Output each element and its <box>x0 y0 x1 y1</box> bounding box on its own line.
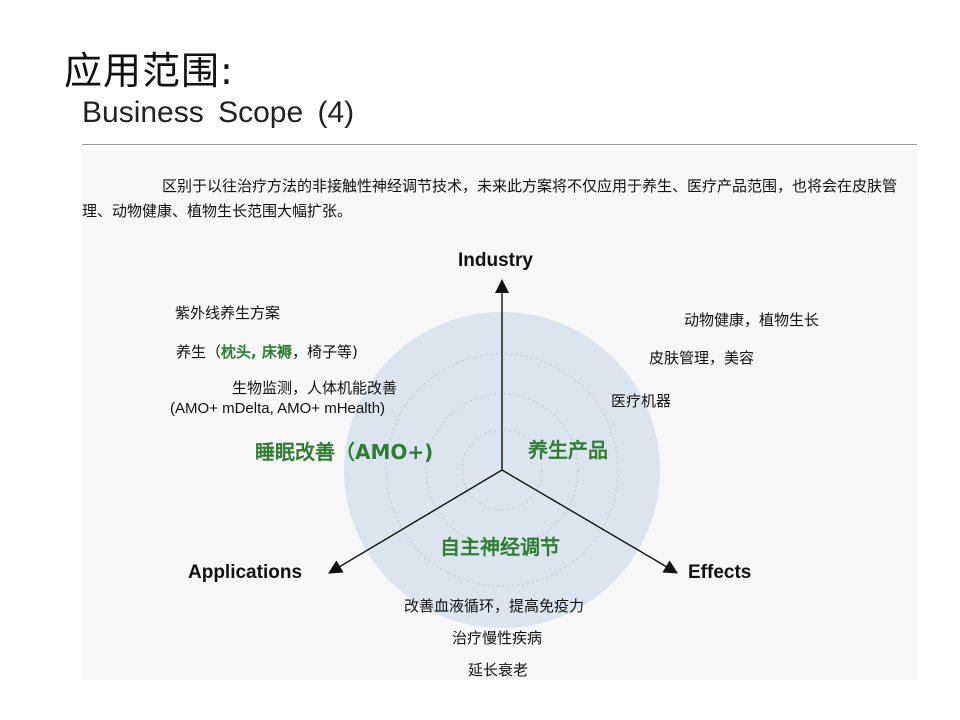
industry-axis-label: Industry <box>458 250 533 271</box>
uv-solution-item: 紫外线养生方案 <box>175 304 281 322</box>
effects-axis <box>501 469 679 574</box>
skin-beauty-item: 皮肤管理，美容 <box>649 349 755 367</box>
medical-device-item: 医疗机器 <box>611 392 672 410</box>
divider <box>82 144 917 145</box>
health-products-label: 养生产品 <box>528 438 608 462</box>
yangsheng-highlight: 枕头, 床褥 <box>221 343 292 361</box>
blood-circulation-item: 改善血液循环，提高免疫力 <box>404 597 585 615</box>
page-title: 应用范围: <box>64 49 234 93</box>
bio-monitoring-products: (AMO+ mDelta, AMO+ mHealth) <box>170 400 386 417</box>
sleep-improvement-label: 睡眠改善（AMO+) <box>255 440 434 464</box>
autonomic-regulation-label: 自主神经调节 <box>440 535 560 559</box>
bio-monitoring-item: 生物监测，人体机能改善 <box>232 379 398 397</box>
yangsheng-suffix: ，椅子等) <box>291 343 358 361</box>
yangsheng-prefix: 养生（ <box>176 343 222 361</box>
page-subtitle: Business Scope (4) <box>82 96 355 129</box>
intro-paragraph: 区别于以往治疗方法的非接触性神经调节技术，未来此方案将不仅应用于养生、医疗产品范… <box>82 177 898 220</box>
anti-aging-item: 延长衰老 <box>468 661 529 679</box>
applications-axis <box>327 469 503 574</box>
animal-plant-item: 动物健康，植物生长 <box>684 311 820 329</box>
chronic-disease-item: 治疗慢性疾病 <box>452 629 543 647</box>
effects-axis-label: Effects <box>688 562 752 583</box>
yangsheng-item: 养生（枕头, 床褥，椅子等) <box>176 341 358 362</box>
dotted-ring-middle <box>425 393 579 547</box>
dotted-ring-inner <box>461 429 543 511</box>
applications-axis-label: Applications <box>188 562 303 583</box>
